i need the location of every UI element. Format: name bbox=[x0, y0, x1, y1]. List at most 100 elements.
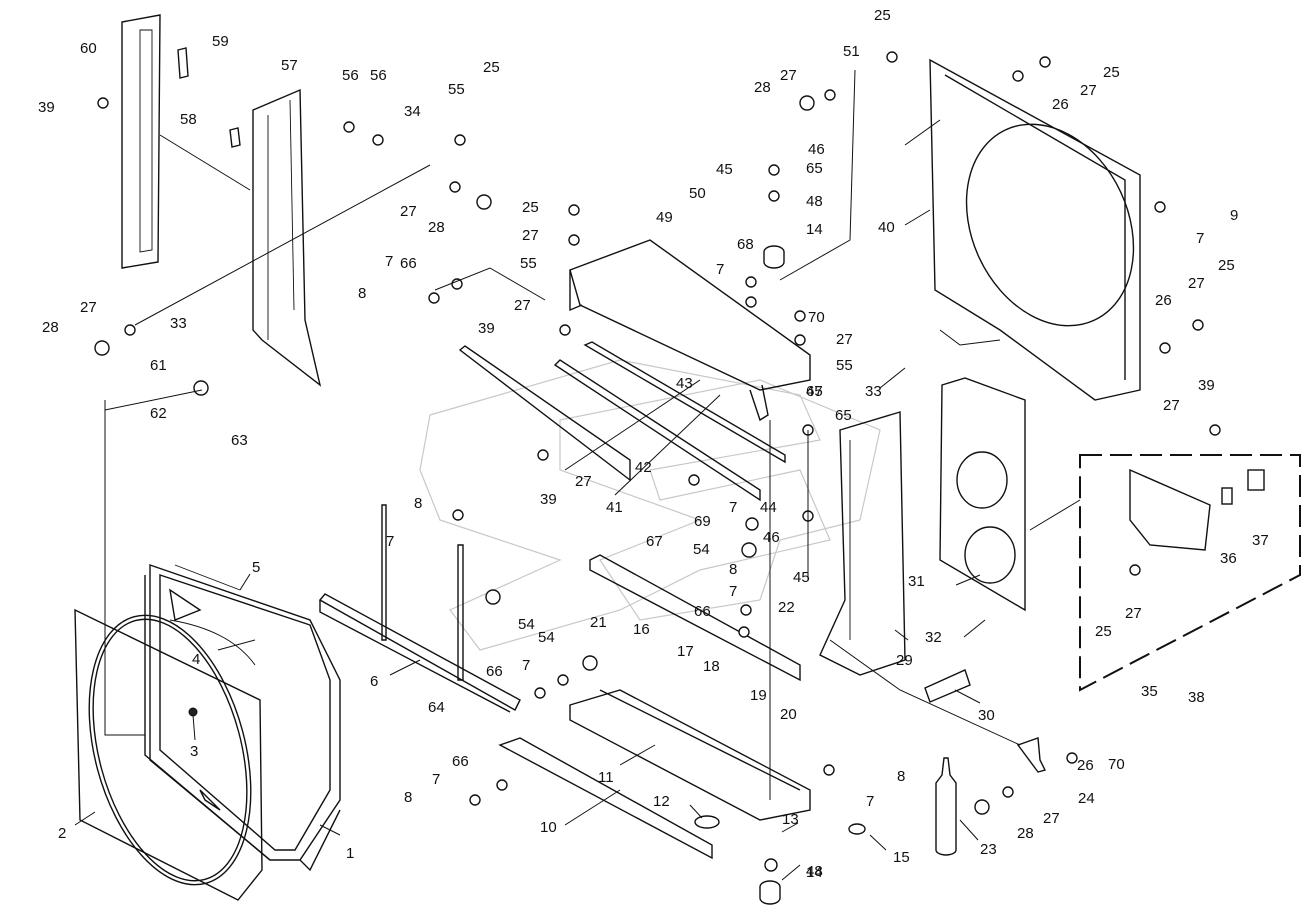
callout-label: 27 bbox=[575, 473, 592, 490]
callout-label: 5 bbox=[252, 559, 260, 576]
callout-label: 49 bbox=[656, 209, 673, 226]
callout-label: 41 bbox=[606, 499, 623, 516]
callout-label: 7 bbox=[522, 657, 530, 674]
callout-label: 56 bbox=[370, 67, 387, 84]
callout-labels: 1 2 3 4 5 6 7 8 9 10 11 12 13 14 15 16 1… bbox=[38, 7, 1269, 866]
callout-label: 28 bbox=[1017, 825, 1034, 842]
callout-label: 37 bbox=[1252, 532, 1269, 549]
callout-label: 47 bbox=[806, 383, 823, 400]
callout-label: 7 bbox=[729, 583, 737, 600]
callout-label: 7 bbox=[386, 533, 394, 550]
callout-label: 36 bbox=[1220, 550, 1237, 567]
callout-label: 25 bbox=[522, 199, 539, 216]
callout-label: 70 bbox=[808, 309, 825, 326]
callout-label: 17 bbox=[677, 643, 694, 660]
callout-label: 27 bbox=[780, 67, 797, 84]
fastener-part bbox=[188, 707, 198, 717]
repeat-callout-labels: 7 7 7 7 7 7 7 7 8 8 8 8 14 25 25 25 25 2… bbox=[80, 59, 1235, 881]
callout-label: 58 bbox=[180, 111, 197, 128]
callout-label: 13 bbox=[782, 811, 799, 828]
callout-label: 20 bbox=[780, 706, 797, 723]
callout-label: 8 bbox=[358, 285, 366, 302]
callout-label: 69 bbox=[694, 513, 711, 530]
callout-label: 7 bbox=[729, 499, 737, 516]
callout-label: 6 bbox=[370, 673, 378, 690]
callout-label: 23 bbox=[980, 841, 997, 858]
callout-label: 28 bbox=[754, 79, 771, 96]
callout-label: 46 bbox=[808, 141, 825, 158]
callout-label: 27 bbox=[836, 331, 853, 348]
callout-label: 1 bbox=[346, 845, 354, 862]
callout-label: 54 bbox=[538, 629, 555, 646]
callout-label: 70 bbox=[1108, 756, 1125, 773]
callout-label: 50 bbox=[689, 185, 706, 202]
top-crossmember-part bbox=[569, 239, 811, 422]
shroud-plate-part bbox=[74, 608, 263, 901]
callout-label: 22 bbox=[778, 599, 795, 616]
callout-label: 8 bbox=[897, 768, 905, 785]
callout-label: 7 bbox=[716, 261, 724, 278]
callout-label: 2 bbox=[58, 825, 66, 842]
callout-label: 27 bbox=[400, 203, 417, 220]
callout-label: 28 bbox=[428, 219, 445, 236]
callout-label: 38 bbox=[1188, 689, 1205, 706]
callout-label: 21 bbox=[590, 614, 607, 631]
callout-label: 27 bbox=[1125, 605, 1142, 622]
callout-label: 57 bbox=[281, 57, 298, 74]
bracket-30-part bbox=[924, 669, 971, 703]
callout-label: 30 bbox=[978, 707, 995, 724]
callout-label: 31 bbox=[908, 573, 925, 590]
callout-label: 39 bbox=[1198, 377, 1215, 394]
grommet-part bbox=[694, 815, 720, 829]
callout-label: 48 bbox=[806, 863, 823, 880]
callout-label: 27 bbox=[1080, 82, 1097, 99]
support-bracket-part bbox=[318, 504, 521, 713]
watermark-logo bbox=[419, 359, 881, 651]
callout-label: 24 bbox=[1078, 790, 1095, 807]
side-panel-part bbox=[121, 14, 322, 387]
seal-strip-part bbox=[174, 564, 241, 591]
callout-label: 55 bbox=[520, 255, 537, 272]
callout-label: 66 bbox=[452, 753, 469, 770]
callout-label: 10 bbox=[540, 819, 557, 836]
callout-label: 14 bbox=[806, 221, 823, 238]
callout-label: 8 bbox=[729, 561, 737, 578]
heat-shield-part bbox=[939, 377, 1026, 612]
callout-label: 55 bbox=[448, 81, 465, 98]
callout-label: 40 bbox=[878, 219, 895, 236]
callout-label: 42 bbox=[635, 459, 652, 476]
callout-label: 7 bbox=[432, 771, 440, 788]
callout-label: 25 bbox=[483, 59, 500, 76]
callout-label: 25 bbox=[1103, 64, 1120, 81]
callout-label: 11 bbox=[598, 769, 614, 786]
callout-label: 26 bbox=[1052, 96, 1069, 113]
callout-label: 43 bbox=[676, 375, 693, 392]
callout-label: 18 bbox=[703, 658, 720, 675]
callout-label: 66 bbox=[400, 255, 417, 272]
callout-label: 33 bbox=[170, 315, 187, 332]
callout-label: 27 bbox=[514, 297, 531, 314]
callout-label: 34 bbox=[404, 103, 421, 120]
shroud-frame-part bbox=[144, 564, 341, 872]
callout-label: 65 bbox=[835, 407, 852, 424]
callout-label: 25 bbox=[874, 7, 891, 24]
callout-label: 33 bbox=[865, 383, 882, 400]
callout-label: 61 bbox=[150, 357, 167, 374]
callout-label: 65 bbox=[806, 383, 823, 400]
callout-label: 15 bbox=[893, 849, 910, 866]
side-support-part bbox=[819, 411, 906, 676]
callout-label: 32 bbox=[925, 629, 942, 646]
callout-label: 65 bbox=[806, 160, 823, 177]
fastener-group bbox=[94, 51, 1221, 872]
callout-label: 55 bbox=[836, 357, 853, 374]
callout-label: 59 bbox=[212, 33, 229, 50]
callout-label: 14 bbox=[806, 864, 823, 881]
callout-label: 64 bbox=[428, 699, 445, 716]
callout-label: 12 bbox=[653, 793, 670, 810]
callout-label: 45 bbox=[716, 161, 733, 178]
leader-lines bbox=[74, 69, 1081, 881]
callout-label: 63 bbox=[231, 432, 248, 449]
callout-label: 4 bbox=[192, 651, 200, 668]
cartridge-part bbox=[935, 757, 957, 856]
